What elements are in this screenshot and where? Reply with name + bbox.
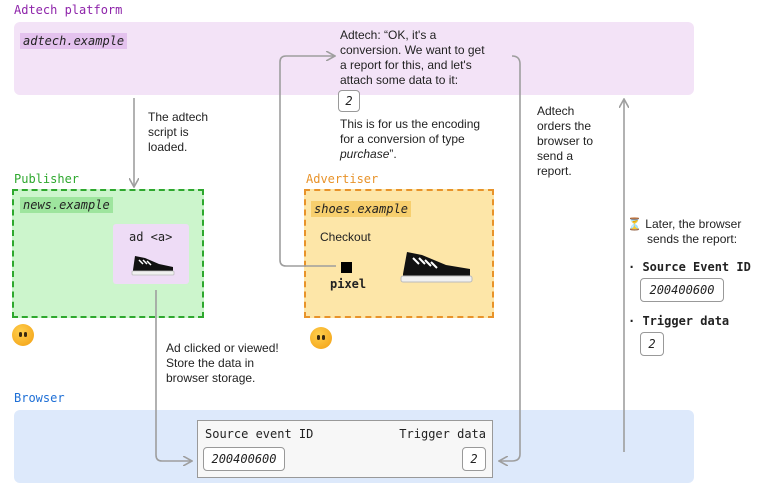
note-line: Ad clicked or viewed! bbox=[166, 341, 279, 355]
later-note-line: ⏳ Later, the browser bbox=[627, 217, 741, 232]
adtech-section-label: Adtech platform bbox=[14, 3, 123, 17]
adtech-message-line: conversion. We want to get bbox=[340, 43, 485, 57]
adtech-message-line: attach some data to it: bbox=[340, 73, 459, 87]
pixel-icon bbox=[341, 262, 352, 273]
script-loaded-note: The adtech script is loaded. bbox=[148, 110, 208, 155]
note-line: report. bbox=[537, 164, 572, 178]
later-note: ⏳ Later, the browser sends the report: bbox=[627, 217, 741, 247]
report-trigger-label: · Trigger data bbox=[628, 314, 730, 328]
note-line: loaded. bbox=[148, 140, 188, 154]
adtech-band bbox=[14, 22, 694, 95]
advertiser-section-label: Advertiser bbox=[306, 172, 379, 186]
arrow-adtech-to-browser bbox=[500, 55, 521, 461]
arrow-pixel-to-adtech bbox=[279, 56, 336, 267]
source-event-id-value: 200400600 bbox=[203, 447, 285, 471]
encoding-type: purchase bbox=[340, 147, 390, 161]
later-note-text: Later, the browser bbox=[645, 217, 742, 231]
note-line: The adtech bbox=[148, 110, 209, 124]
user-face-icon bbox=[12, 324, 34, 346]
ad-element[interactable]: ad <a> bbox=[113, 224, 189, 284]
adtech-message-line: Adtech: “OK, it's a bbox=[340, 28, 437, 42]
encoding-end: ”. bbox=[389, 147, 397, 161]
note-line: orders the bbox=[537, 119, 592, 133]
hourglass-icon: ⏳ bbox=[627, 217, 642, 231]
user-face-icon bbox=[310, 327, 332, 349]
note-line: send a bbox=[537, 149, 574, 163]
col-trigger-data: Trigger data bbox=[399, 427, 486, 441]
report-trigger-value: 2 bbox=[640, 332, 664, 356]
advertiser-domain: shoes.example bbox=[311, 201, 411, 217]
encoding-note-line: for a conversion of type bbox=[340, 132, 465, 146]
report-source-event-value: 200400600 bbox=[640, 278, 724, 302]
note-line: Adtech bbox=[537, 104, 575, 118]
browser-section-label: Browser bbox=[14, 391, 65, 405]
encoding-note: This is for us the encoding for a conver… bbox=[340, 117, 540, 162]
report-trigger-text: Trigger data bbox=[642, 314, 730, 328]
col-source-event-id: Source event ID bbox=[205, 427, 314, 441]
publisher-domain: news.example bbox=[20, 197, 113, 213]
note-line: script is bbox=[148, 125, 189, 139]
ad-clicked-note: Ad clicked or viewed! Store the data in … bbox=[166, 341, 279, 386]
report-source-event-label: · Source Event ID bbox=[628, 260, 751, 274]
checkout-label: Checkout bbox=[320, 230, 371, 244]
pixel-label: pixel bbox=[330, 277, 367, 291]
ad-label: ad <a> bbox=[129, 230, 173, 244]
sneaker-icon bbox=[400, 252, 473, 283]
trigger-data-value: 2 bbox=[462, 447, 486, 471]
adtech-trigger-value: 2 bbox=[338, 90, 360, 112]
note-line: Store the data in bbox=[166, 356, 255, 370]
encoding-note-line: This is for us the encoding bbox=[340, 117, 481, 131]
note-line: browser storage. bbox=[166, 371, 256, 385]
report-source-event-text: Source Event ID bbox=[642, 260, 751, 274]
encoding-note-line: purchase”. bbox=[340, 147, 540, 162]
adtech-domain: adtech.example bbox=[20, 33, 128, 49]
sneaker-icon bbox=[131, 256, 175, 276]
adtech-orders-note: Adtech orders the browser to send a repo… bbox=[537, 104, 593, 179]
arrow-ad-to-browser bbox=[155, 290, 191, 461]
later-note-line: sends the report: bbox=[647, 232, 738, 246]
storage-table: Source event ID Trigger data 200400600 2 bbox=[197, 420, 493, 478]
adtech-message-line: a report for this, and let's bbox=[340, 58, 472, 72]
publisher-section-label: Publisher bbox=[14, 172, 80, 186]
note-line: browser to bbox=[537, 134, 594, 148]
adtech-message: Adtech: “OK, it's a conversion. We want … bbox=[340, 28, 540, 88]
